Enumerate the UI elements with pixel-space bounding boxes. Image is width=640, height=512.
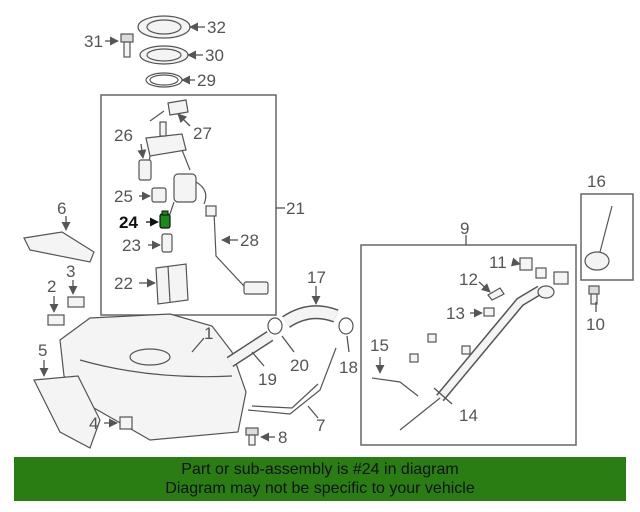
label-6: 6 xyxy=(57,199,66,218)
label-24: 24 xyxy=(119,213,138,232)
valve-11 xyxy=(519,257,547,279)
label-3: 3 xyxy=(66,262,75,281)
filler-inlet xyxy=(537,285,555,299)
filter-26 xyxy=(138,159,152,181)
leader-19 xyxy=(251,351,265,367)
label-1: 1 xyxy=(204,324,213,343)
label-21: 21 xyxy=(286,199,305,218)
clamp-18 xyxy=(338,317,354,335)
leader-1 xyxy=(191,337,205,353)
lock-ring xyxy=(139,45,189,65)
info-banner: Part or sub-assembly is #24 in diagram D… xyxy=(14,457,626,501)
pump-assembly-box xyxy=(100,94,277,316)
regulator-25 xyxy=(151,187,167,203)
bolt-10 xyxy=(588,285,600,305)
label-32: 32 xyxy=(207,18,226,37)
banner-line-2: Diagram may not be specific to your vehi… xyxy=(165,480,475,497)
pad-3 xyxy=(67,296,85,308)
label-22: 22 xyxy=(114,274,133,293)
label-25: 25 xyxy=(114,187,133,206)
label-5: 5 xyxy=(38,341,47,360)
bracket-6 xyxy=(23,231,95,263)
pad-2 xyxy=(47,314,65,326)
clamp-20 xyxy=(267,317,283,335)
label-30: 30 xyxy=(205,46,224,65)
label-10: 10 xyxy=(586,315,605,334)
banner-line-1: Part or sub-assembly is #24 in diagram xyxy=(181,461,459,478)
label-19: 19 xyxy=(258,370,277,389)
label-15: 15 xyxy=(370,336,389,355)
fuel-cap-box xyxy=(580,193,634,281)
label-12: 12 xyxy=(459,270,478,289)
leader-27 xyxy=(177,113,191,127)
small-bolts xyxy=(409,333,471,363)
bolt-31 xyxy=(120,33,134,58)
leader-7 xyxy=(307,405,319,419)
sender-unit-28 xyxy=(205,205,269,295)
filler-pipe-14 xyxy=(399,285,543,431)
hose-12 xyxy=(487,287,505,301)
label-18: 18 xyxy=(339,358,358,377)
label-27: 27 xyxy=(193,124,212,143)
tube-15 xyxy=(371,377,419,397)
tube-19 xyxy=(226,330,274,368)
label-9: 9 xyxy=(460,219,469,238)
highlighted-part-24 xyxy=(159,210,171,229)
leader-26 xyxy=(137,143,147,159)
leader-14 xyxy=(433,387,453,405)
leader-11 xyxy=(510,257,521,267)
fuel-cap-16 xyxy=(584,205,613,271)
label-13: 13 xyxy=(446,304,465,323)
clamp-13 xyxy=(483,307,495,317)
label-8: 8 xyxy=(278,428,287,447)
filler-hose-17 xyxy=(282,305,339,328)
label-4: 4 xyxy=(89,414,98,433)
fuel-pump-body xyxy=(169,173,207,215)
clip-4 xyxy=(119,416,133,430)
label-28: 28 xyxy=(240,231,259,250)
leader-12 xyxy=(478,281,491,293)
heat-shield-5 xyxy=(33,375,101,449)
label-14: 14 xyxy=(459,406,478,425)
filler-neck-box xyxy=(360,244,577,446)
label-23: 23 xyxy=(122,236,141,255)
label-26: 26 xyxy=(114,126,133,145)
label-11: 11 xyxy=(489,253,507,272)
parts-diagram: 32 30 29 31 27 26 25 24 23 22 28 21 6 2 … xyxy=(23,15,634,449)
pump-reservoir-22 xyxy=(155,263,189,305)
label-20: 20 xyxy=(290,356,309,375)
label-29: 29 xyxy=(197,71,216,90)
label-17: 17 xyxy=(307,268,326,287)
label-7: 7 xyxy=(316,416,325,435)
pump-bracket-27 xyxy=(149,99,189,122)
pump-cover-plate xyxy=(137,15,191,39)
label-31: 31 xyxy=(84,32,103,51)
vent-tube-7 xyxy=(247,347,337,415)
leader-18 xyxy=(346,335,350,353)
label-16: 16 xyxy=(587,172,606,191)
strainer-23 xyxy=(161,233,173,253)
pump-module-flange xyxy=(145,121,191,173)
gasket xyxy=(145,72,183,88)
bracket-9 xyxy=(553,271,569,285)
bolt-8 xyxy=(245,427,259,446)
leader-20 xyxy=(281,335,295,353)
label-2: 2 xyxy=(47,277,56,296)
